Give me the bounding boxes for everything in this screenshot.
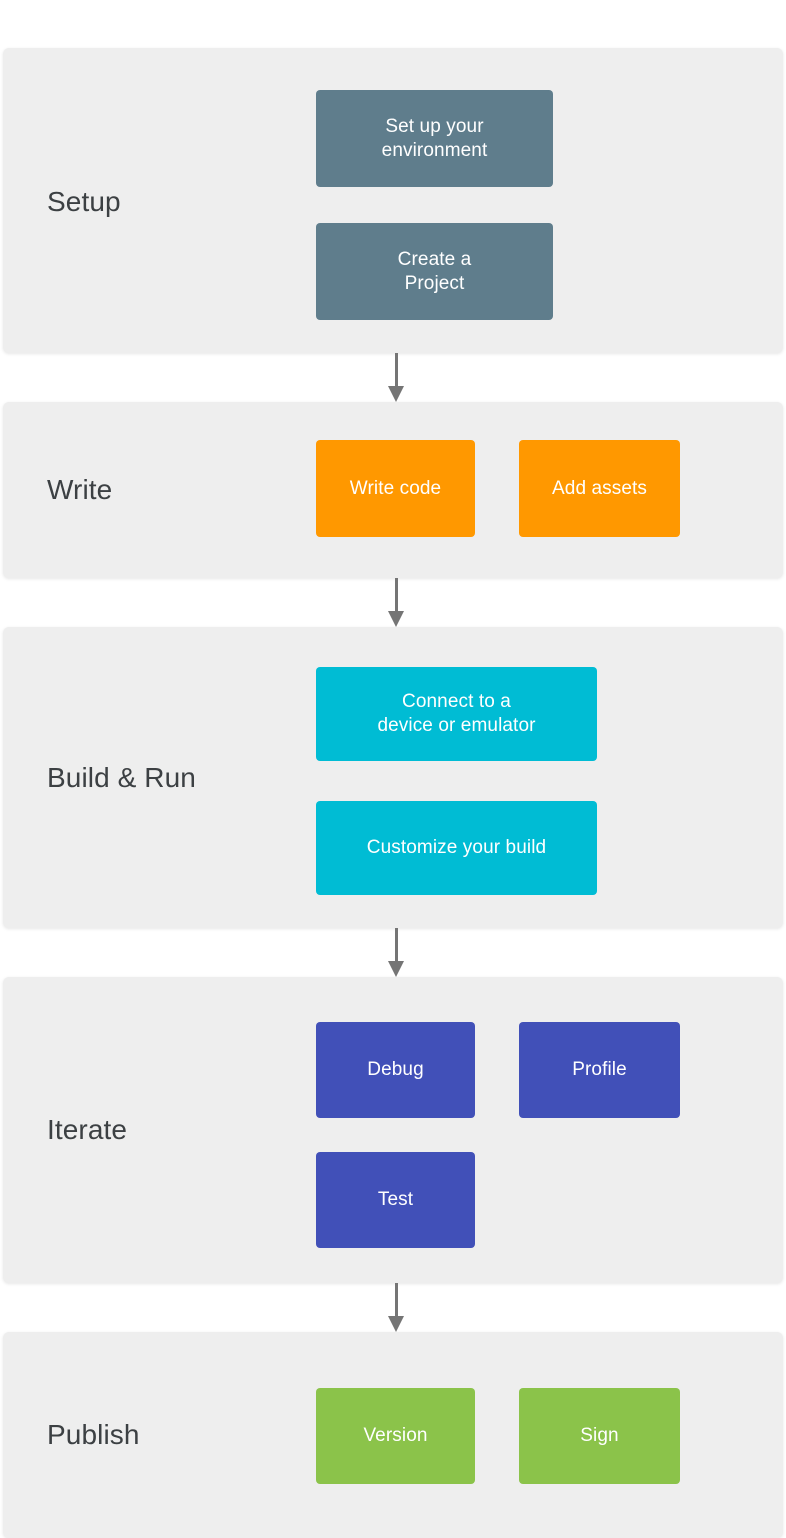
node-test[interactable]: Test: [316, 1152, 475, 1248]
node-sign[interactable]: Sign: [519, 1388, 680, 1484]
stage-label-write: Write: [47, 474, 113, 505]
node-profile[interactable]: Profile: [519, 1022, 680, 1118]
connector-shaft: [395, 928, 398, 961]
node-customize-your-build[interactable]: Customize your build: [316, 801, 597, 895]
stage-label-publish: Publish: [47, 1419, 140, 1450]
node-debug[interactable]: Debug: [316, 1022, 475, 1118]
node-connect-to-a-device-or-emulator[interactable]: Connect to a device or emulator: [316, 667, 597, 761]
node-write-code[interactable]: Write code: [316, 440, 475, 537]
connector-build-run-to-iterate: [385, 928, 407, 977]
node-create-a-project[interactable]: Create a Project: [316, 223, 553, 320]
connector-shaft: [395, 578, 398, 611]
connector-shaft: [395, 1283, 398, 1316]
node-set-up-your-environment[interactable]: Set up your environment: [316, 90, 553, 187]
connector-write-to-build-run: [385, 578, 407, 627]
connector-arrowhead: [388, 386, 404, 402]
connector-arrowhead: [388, 1316, 404, 1332]
connector-setup-to-write: [385, 353, 407, 402]
node-add-assets[interactable]: Add assets: [519, 440, 680, 537]
node-version[interactable]: Version: [316, 1388, 475, 1484]
stage-label-setup: Setup: [47, 186, 121, 217]
connector-iterate-to-publish: [385, 1283, 407, 1332]
stage-label-iterate: Iterate: [47, 1114, 128, 1145]
stage-label-build-run: Build & Run: [47, 762, 196, 793]
connector-arrowhead: [388, 611, 404, 627]
connector-arrowhead: [388, 961, 404, 977]
connector-shaft: [395, 353, 398, 386]
